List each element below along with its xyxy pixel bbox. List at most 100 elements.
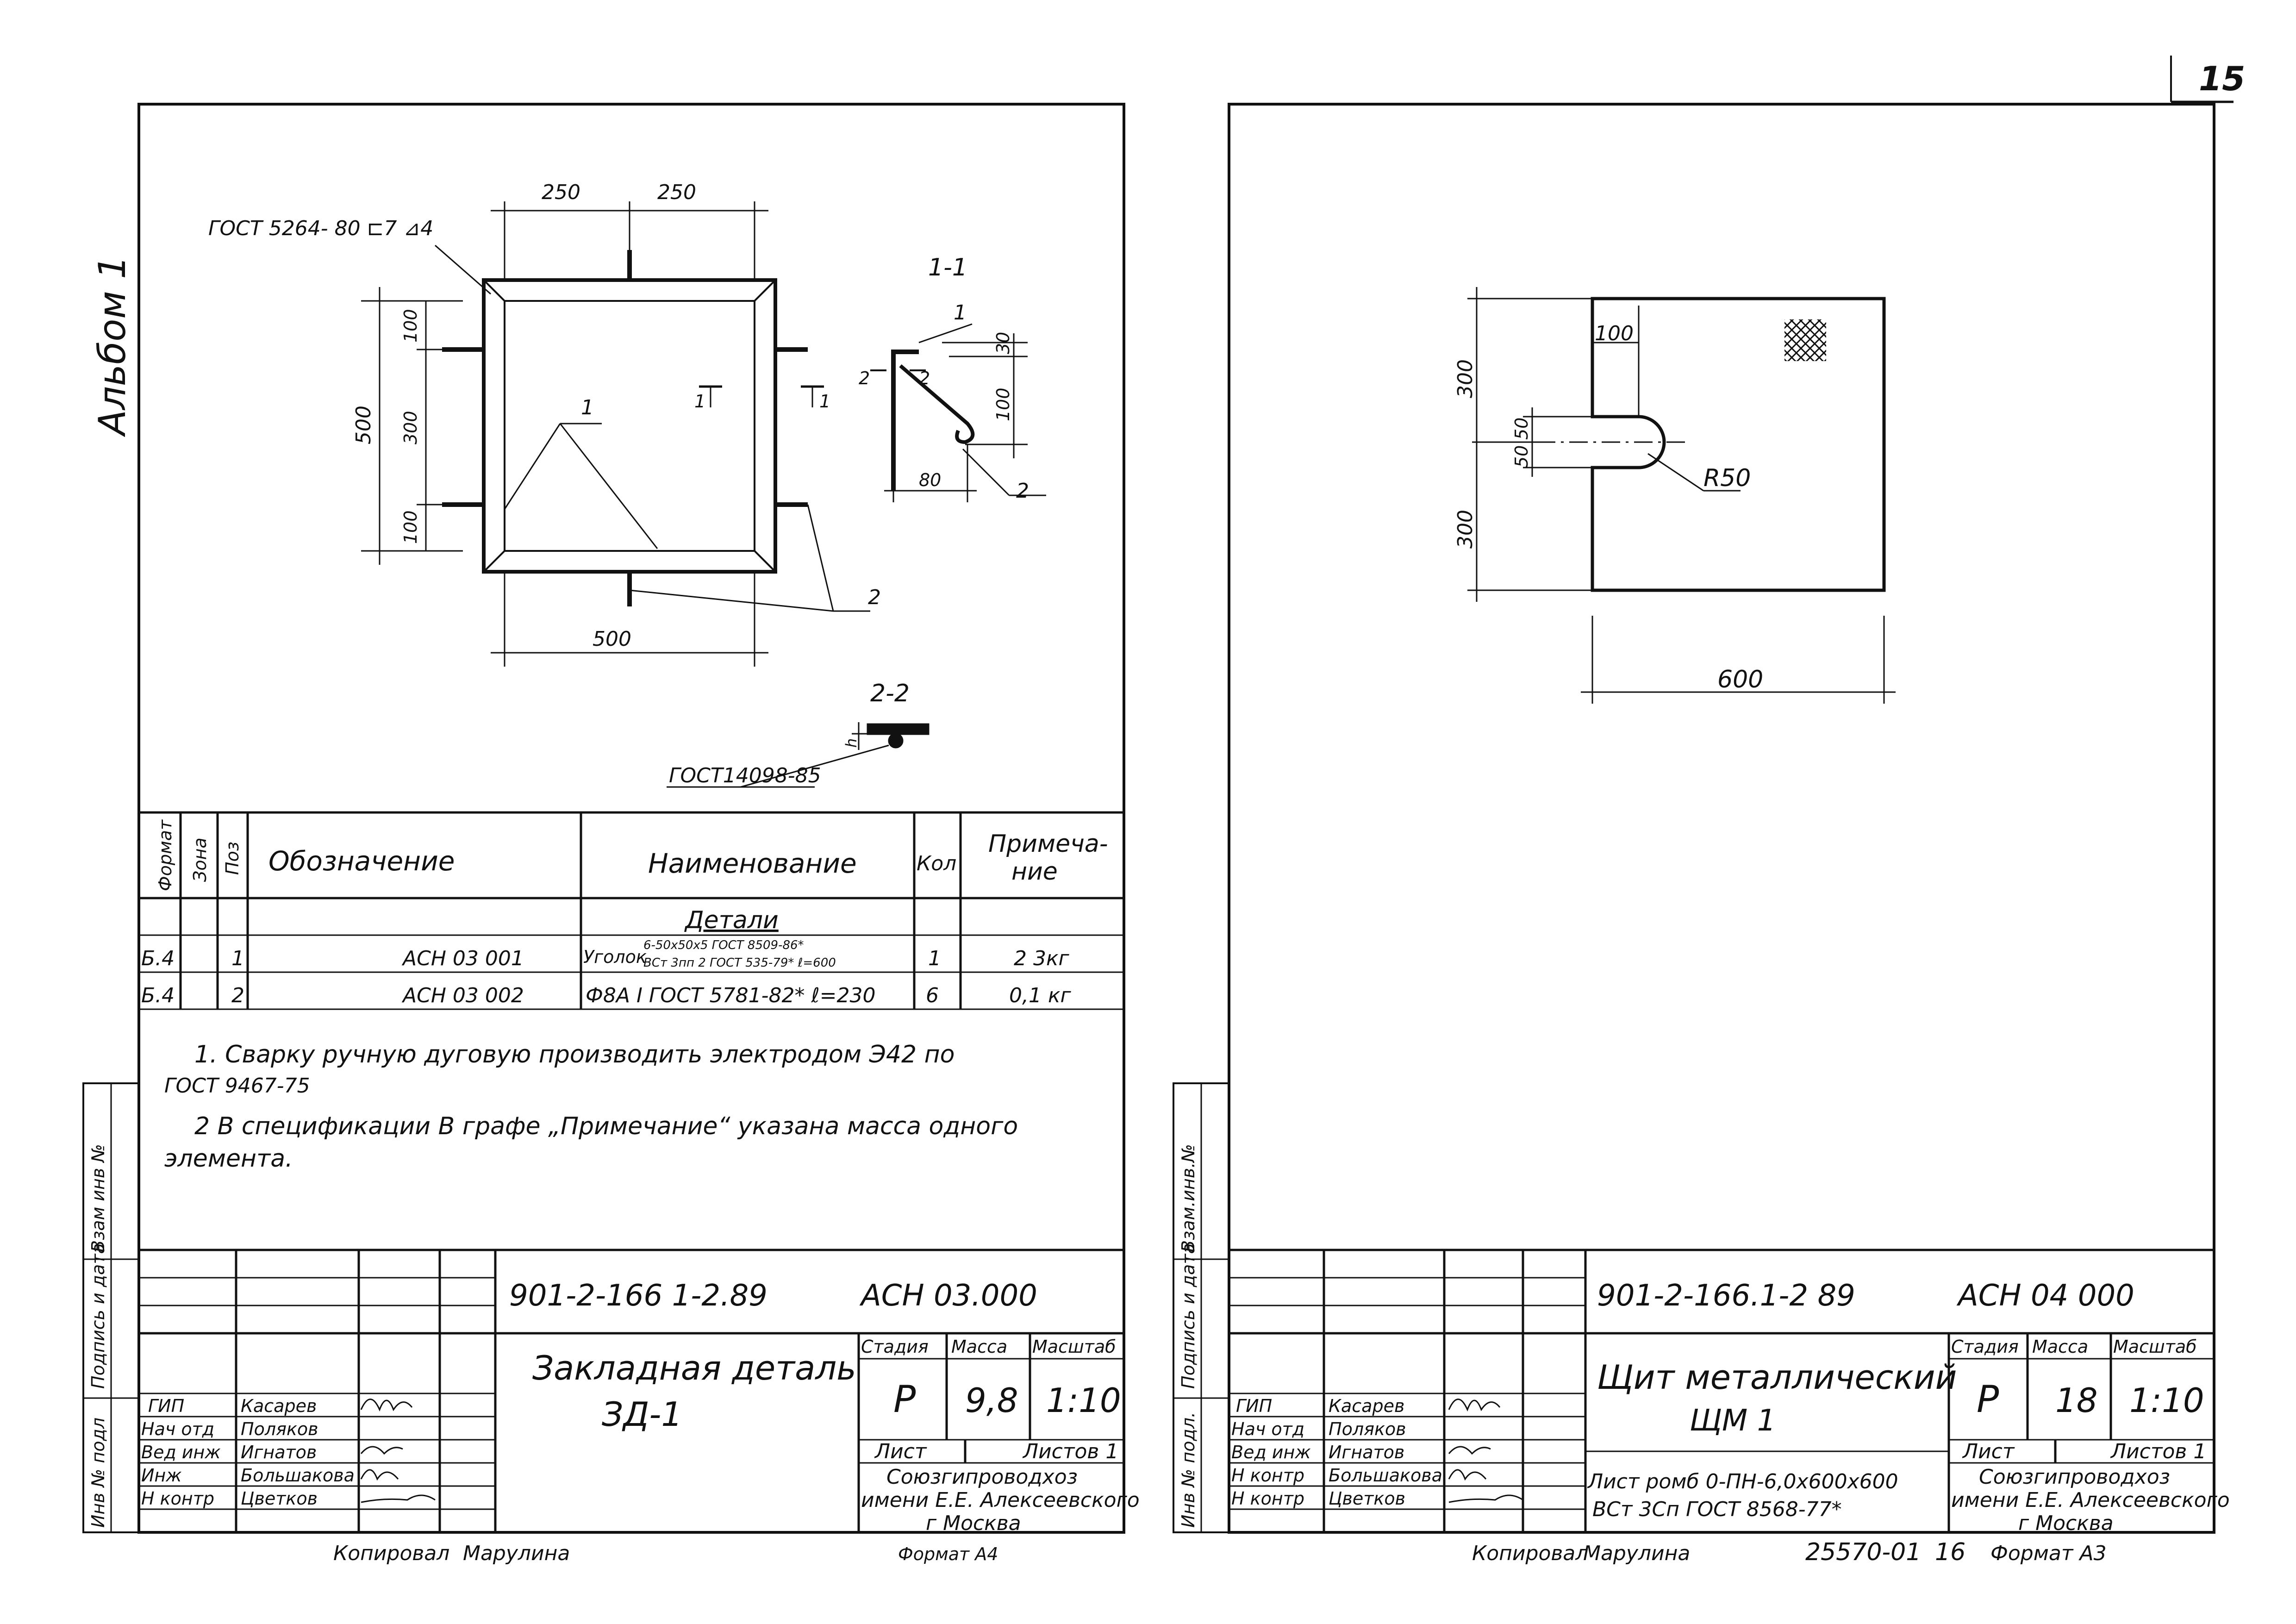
right-mass-value: 18 xyxy=(2055,1381,2098,1420)
dim-top-right: 250 xyxy=(657,181,696,204)
right-role-2: Вед инж xyxy=(1231,1442,1311,1462)
spec-col-name: Наименование xyxy=(648,848,857,879)
right-title-line1: Щит металлический xyxy=(1597,1358,1957,1397)
left-role-4: Н контр xyxy=(141,1488,214,1509)
right-sheet xyxy=(1173,103,2215,1534)
left-frame xyxy=(137,103,1125,1534)
spec-col-zone: Зона xyxy=(190,837,210,882)
radius-label: R50 xyxy=(1703,464,1751,492)
left-role-0: ГИП xyxy=(148,1396,184,1416)
section-1-1 xyxy=(870,323,1046,502)
spec-col-format: Формат xyxy=(155,819,175,891)
right-footer-copier: Марулина xyxy=(1583,1542,1690,1565)
spec-row1-note: 2 3кг xyxy=(1014,947,1070,970)
dim-slot-bottom: 50 xyxy=(1511,445,1532,468)
section22-h: h xyxy=(842,738,860,748)
right-name-4: Цветков xyxy=(1329,1488,1405,1509)
left-sheets-label: Листов 1 xyxy=(1022,1440,1118,1463)
right-footer-format: Формат А3 xyxy=(1990,1542,2107,1565)
dim-bottom-right: 300 xyxy=(1454,510,1477,549)
right-role-4: Н контр xyxy=(1231,1488,1304,1509)
left-sheet-label: Лист xyxy=(874,1440,927,1463)
pos1-label: 1 xyxy=(581,396,594,419)
left-title-line1: Закладная деталь xyxy=(532,1349,856,1387)
right-name-1: Поляков xyxy=(1329,1419,1406,1439)
right-footer-number: 25570-01 xyxy=(1805,1538,1921,1566)
spec-row1-name-bottom: ВСт 3пп 2 ГОСТ 535-79* ℓ=600 xyxy=(643,956,836,970)
spec-section-title: Детали xyxy=(684,906,779,934)
dim-top-left: 250 xyxy=(542,181,580,204)
spec-row1-pos: 1 xyxy=(231,947,244,970)
spec-row2-format: Б.4 xyxy=(141,984,175,1007)
right-role-1: Нач отд xyxy=(1231,1419,1304,1439)
spec-col-pos: Поз xyxy=(222,842,243,875)
svg-text:15: 15 xyxy=(2199,59,2245,98)
pos2-label: 2 xyxy=(868,586,881,609)
right-org-line2: имени Е.Е. Алексеевского xyxy=(1951,1488,2230,1512)
dim-bottom: 500 xyxy=(593,627,631,651)
left-stamp-replace: Взам инв № xyxy=(88,1144,108,1252)
spec-row2-pos: 2 xyxy=(231,984,244,1007)
dim-left-bottom: 100 xyxy=(400,510,421,544)
spec-row1-designation: АСН 03 001 xyxy=(401,947,524,970)
right-stamp-sign: Подпись и дата xyxy=(1178,1243,1198,1389)
left-role-1: Нач отд xyxy=(141,1419,214,1439)
spec-col-note-line2: ние xyxy=(1011,858,1058,886)
signatures-right xyxy=(1448,1399,1523,1503)
cut-mark-right: 1 xyxy=(819,391,830,412)
spec-col-qty: Кол xyxy=(917,852,956,875)
spec-row1-name-top: 6-50x50x5 ГОСТ 8509-86* xyxy=(643,938,804,952)
right-org-line3: г Москва xyxy=(2018,1512,2114,1535)
left-scale-value: 1:10 xyxy=(1046,1381,1121,1420)
dim-tab: 100 xyxy=(1595,322,1634,345)
right-col-scale: Масштаб xyxy=(2113,1337,2197,1357)
right-sheet-label: Лист xyxy=(1962,1440,2015,1463)
right-col-stage: Стадия xyxy=(1951,1337,2019,1357)
right-frame xyxy=(1228,103,2215,1534)
left-col-stage: Стадия xyxy=(861,1337,929,1357)
dim-left-top: 100 xyxy=(400,309,421,343)
left-footer-copied: Копировал xyxy=(333,1542,449,1565)
left-name-1: Поляков xyxy=(241,1419,318,1439)
section11-cut: 2 xyxy=(859,368,870,388)
signatures-left xyxy=(360,1399,436,1503)
spec-row2-name: Ф8А I ГОСТ 5781-82* ℓ=230 xyxy=(586,984,876,1007)
shield-plate xyxy=(1467,287,1896,704)
right-role-0: ГИП xyxy=(1236,1396,1272,1416)
note-line3: 2 В спецификации В графе „Примечание“ ук… xyxy=(194,1112,1018,1140)
left-footer-copier: Марулина xyxy=(463,1542,570,1565)
section11-dim80: 80 xyxy=(919,470,941,490)
left-role-3: Инж xyxy=(141,1465,182,1486)
left-name-2: Игнатов xyxy=(241,1442,317,1462)
left-footer-format: Формат А4 xyxy=(898,1544,998,1564)
right-name-3: Большакова xyxy=(1329,1465,1442,1486)
page-number: 15 xyxy=(2170,56,2245,103)
left-name-4: Цветков xyxy=(241,1488,318,1509)
right-texts: 600 100 300 300 50 50 R50 Инв № подл. По… xyxy=(1178,322,2230,1566)
left-stage-value: Р xyxy=(893,1378,916,1421)
spec-row2-designation: АСН 03 002 xyxy=(401,984,524,1007)
spec-row1-name-prefix: Уголок xyxy=(583,947,647,967)
cut-mark-left: 1 xyxy=(694,391,705,412)
spec-row2-qty: 6 xyxy=(926,984,939,1007)
right-sheets-label: Листов 1 xyxy=(2110,1440,2206,1463)
diamond-mesh-icon xyxy=(1784,319,1826,361)
left-mass-value: 9,8 xyxy=(965,1381,1018,1420)
section11-pos2: 2 xyxy=(1016,479,1029,503)
right-stamp-replace: Взам.инв.№ xyxy=(1178,1144,1198,1252)
right-title-line2: ЩМ 1 xyxy=(1690,1404,1776,1438)
right-title-block xyxy=(1229,1249,2214,1532)
right-doc-code: 901-2-166.1-2 89 xyxy=(1597,1279,1855,1313)
left-role-2: Вед инж xyxy=(141,1442,221,1462)
section11-dim30: 30 xyxy=(993,332,1013,354)
note-line1: 1. Сварку ручную дуговую производить эле… xyxy=(194,1041,955,1068)
right-org-line1: Союзгипроводхоз xyxy=(1979,1465,2170,1489)
spec-row1-format: Б.4 xyxy=(141,947,175,970)
left-name-0: Касарев xyxy=(241,1396,317,1416)
left-col-mass: Масса xyxy=(951,1337,1007,1357)
spec-col-note-line1: Примеча- xyxy=(988,830,1108,858)
spec-col-designation: Обозначение xyxy=(268,845,455,877)
dim-slot-top: 50 xyxy=(1511,418,1532,440)
left-stamp-inv: Инв № подл xyxy=(88,1418,108,1528)
